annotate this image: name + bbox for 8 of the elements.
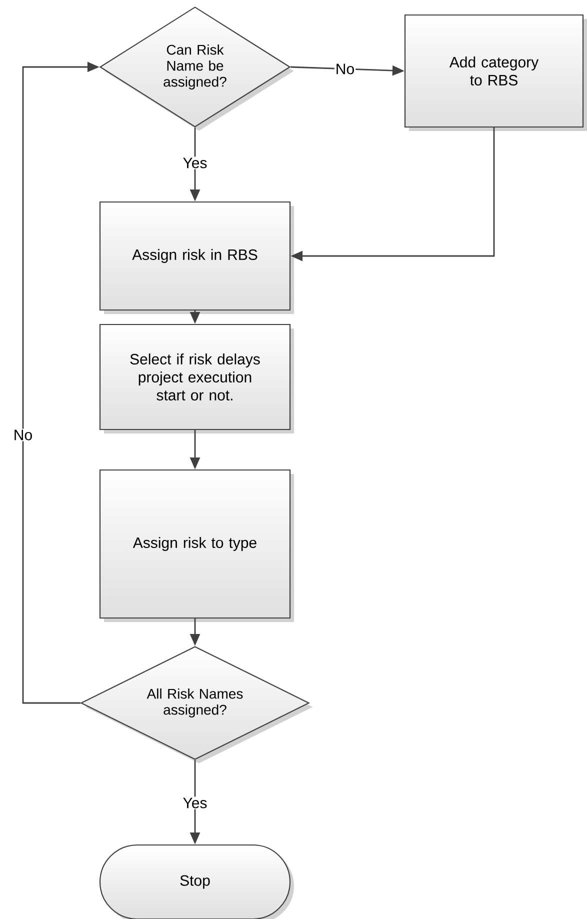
edge-label: No [334, 62, 356, 76]
edge-label: No [12, 428, 34, 442]
process-box: Assign risk to type [99, 469, 294, 622]
process-box: Select if risk delays project execution start or not. [99, 324, 294, 434]
process-box: Assign risk in RBS [99, 201, 294, 314]
edge-label: Yes [182, 156, 208, 170]
edge-label: Yes [182, 796, 208, 810]
process-box: Add category to RBS [404, 14, 587, 131]
